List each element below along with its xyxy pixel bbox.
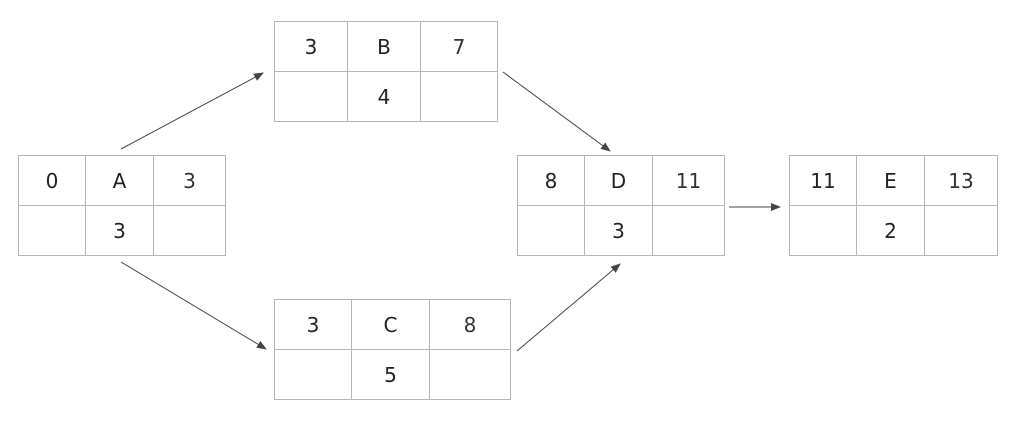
node-a-earliest-start: 0	[19, 156, 86, 205]
node-e-earliest-finish: 13	[948, 168, 974, 193]
node-e: 11 E 13 2	[789, 155, 998, 256]
node-d-empty-right	[653, 206, 724, 256]
node-d-label: D	[585, 156, 653, 205]
node-e-label: E	[857, 156, 925, 205]
node-d-earliest-start: 8	[518, 156, 585, 205]
node-d-duration: 3	[585, 206, 653, 256]
node-c-earliest-finish: 8	[463, 312, 477, 337]
node-c-label: C	[352, 300, 430, 349]
node-b-earliest-finish: 7	[452, 34, 466, 59]
node-b-empty-left	[275, 72, 348, 122]
node-c-empty-left	[275, 350, 352, 400]
node-b-label: B	[348, 22, 421, 71]
node-c: 3 C 8 5	[274, 299, 511, 400]
node-b-earliest-start: 3	[275, 22, 348, 71]
node-a-empty-left	[19, 206, 86, 256]
node-a: 0 A 3 3	[18, 155, 226, 256]
arrow-b-to-d	[502, 71, 611, 152]
arrow-a-to-c	[120, 261, 267, 350]
node-e-earliest-start: 11	[790, 156, 857, 205]
node-d-empty-left	[518, 206, 585, 256]
node-b-empty-right	[421, 72, 497, 122]
node-e-duration: 2	[857, 206, 925, 256]
node-a-empty-right	[154, 206, 225, 256]
node-c-earliest-start: 3	[275, 300, 352, 349]
node-e-empty-left	[790, 206, 857, 256]
node-a-duration: 3	[86, 206, 154, 256]
node-c-empty-right	[430, 350, 510, 400]
node-c-duration: 5	[352, 350, 430, 400]
node-d-earliest-finish: 11	[675, 168, 702, 193]
node-d: 8 D 11 3	[517, 155, 725, 256]
arrow-c-to-d	[516, 263, 621, 352]
node-b-duration: 4	[348, 72, 421, 122]
node-b: 3 B 7 4	[274, 21, 498, 122]
node-e-empty-right	[925, 206, 997, 256]
node-a-label: A	[86, 156, 154, 205]
node-a-earliest-finish: 3	[183, 168, 196, 193]
arrow-a-to-b	[120, 72, 264, 150]
